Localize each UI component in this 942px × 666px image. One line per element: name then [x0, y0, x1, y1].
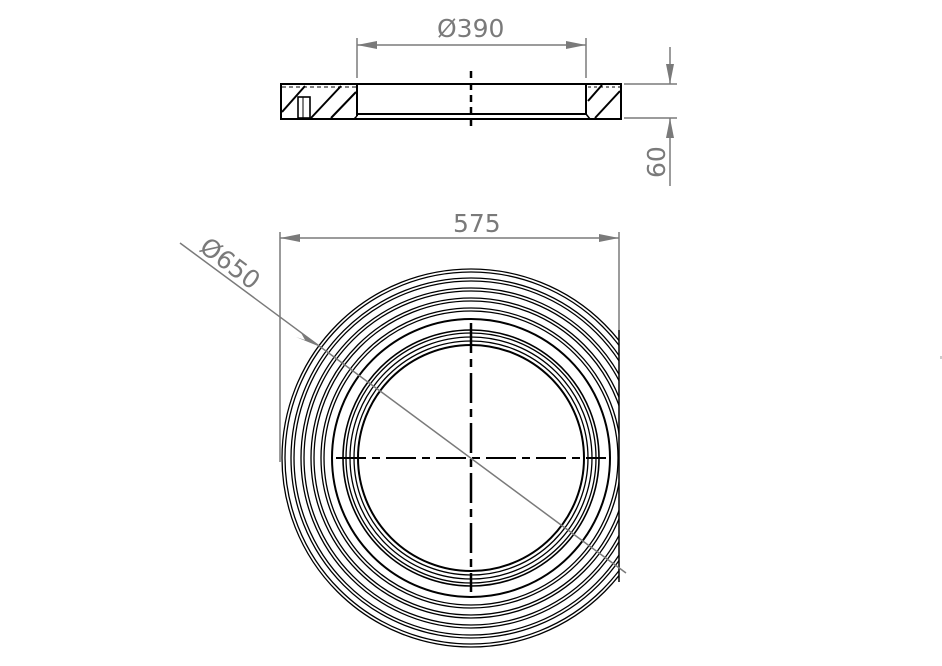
dimension-label-inner-diameter: Ø390	[437, 14, 504, 43]
top-view	[281, 268, 619, 648]
top-view-centerlines	[336, 323, 606, 592]
dimension-width-flat	[279, 232, 620, 462]
dimension-inner-diameter	[356, 38, 587, 78]
pin-hole	[297, 96, 311, 119]
section-hatch-left	[281, 85, 357, 119]
dimension-label-thickness: 60	[642, 146, 671, 178]
section-outline	[280, 83, 622, 120]
dimension-outer-diameter	[179, 242, 627, 574]
section-view	[280, 71, 622, 128]
dimension-label-outer-diameter: Ø650	[194, 232, 265, 296]
section-hatch-right	[587, 84, 621, 119]
dimension-label-width-flat: 575	[453, 209, 501, 238]
dimension-thickness	[624, 47, 677, 186]
